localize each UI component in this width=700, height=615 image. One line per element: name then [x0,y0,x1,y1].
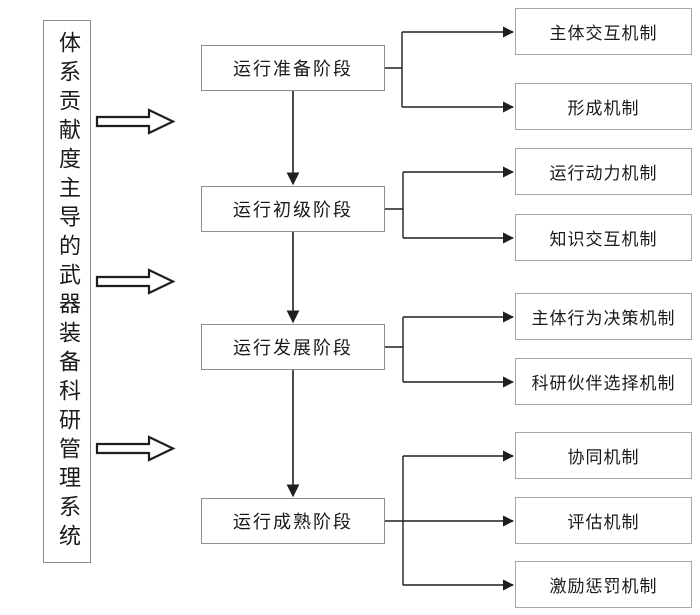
stage-box-primary: 运行初级阶段 [201,186,385,232]
block-arrow-1 [95,108,176,135]
bracket-group-2 [385,166,515,244]
mech-box-behavior-decision: 主体行为决策机制 [515,293,692,340]
mech-box-subject-interaction: 主体交互机制 [515,8,692,55]
bracket-group-4 [385,450,515,591]
mech-box-formation: 形成机制 [515,83,692,130]
stage-box-maturity: 运行成熟阶段 [201,498,385,544]
stage-box-preparation: 运行准备阶段 [201,45,385,91]
stage-box-development: 运行发展阶段 [201,324,385,370]
mech-box-collaboration: 协同机制 [515,432,692,479]
block-arrow-2 [95,268,176,295]
bracket-group-3 [385,311,515,388]
block-arrow-3 [95,435,176,462]
bracket-group-1 [385,26,515,113]
mech-box-knowledge-interaction: 知识交互机制 [515,214,692,261]
mech-box-incentive-punishment: 激励惩罚机制 [515,561,692,608]
mech-box-operation-dynamics: 运行动力机制 [515,148,692,195]
root-system-box: 体系贡献度主导的武器装备科研管理系统 [43,20,91,563]
mech-box-partner-selection: 科研伙伴选择机制 [515,358,692,405]
mech-box-evaluation: 评估机制 [515,497,692,544]
